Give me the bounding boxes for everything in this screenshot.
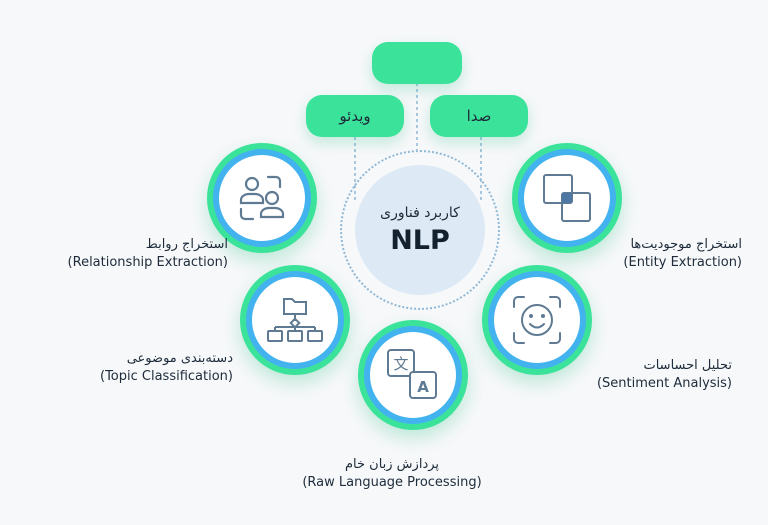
label-entity: استخراج موجودیت‌ها (Entity Extraction)	[623, 236, 742, 272]
label-raw-fa: پردازش زبان خام	[344, 457, 440, 472]
label-sentiment: تحلیل احساسات (Sentiment Analysis)	[597, 357, 732, 393]
svg-text:文: 文	[393, 355, 408, 373]
label-topic-en: (Topic Classification)	[100, 369, 233, 384]
translate-icon: 文 A	[387, 349, 437, 399]
center-circle: کاربرد فناوری NLP	[355, 165, 485, 295]
node-entity-extraction	[512, 143, 622, 253]
node-relationship-extraction	[207, 143, 317, 253]
label-topic: دسته‌بندی موضوعی (Topic Classification)	[100, 350, 233, 386]
center-dotted-ring	[340, 150, 500, 310]
top-pill	[372, 42, 462, 84]
label-sentiment-fa: تحلیل احساسات	[643, 358, 732, 373]
center-title-en: NLP	[390, 224, 450, 256]
label-raw-en: (Raw Language Processing)	[302, 475, 482, 490]
video-pill: ویدئو	[306, 95, 404, 137]
label-relationship: استخراج روابط (Relationship Extraction)	[68, 236, 228, 272]
label-relationship-fa: استخراج روابط	[145, 237, 228, 252]
audio-pill: صدا	[430, 95, 528, 137]
folder-tree-icon	[267, 298, 323, 342]
node-raw-language-processing: 文 A	[358, 320, 468, 430]
label-entity-en: (Entity Extraction)	[623, 255, 742, 270]
label-topic-fa: دسته‌بندی موضوعی	[126, 351, 233, 366]
label-sentiment-en: (Sentiment Analysis)	[596, 376, 732, 391]
node-topic-classification	[240, 265, 350, 375]
center-title-fa: کاربرد فناوری	[380, 204, 460, 221]
label-relationship-en: (Relationship Extraction)	[67, 255, 228, 270]
smiley-face-icon	[513, 296, 561, 344]
audio-pill-label: صدا	[466, 107, 492, 125]
video-pill-label: ویدئو	[339, 107, 371, 125]
svg-text:A: A	[417, 378, 429, 396]
label-entity-fa: استخراج موجودیت‌ها	[630, 237, 742, 252]
people-icon	[239, 175, 285, 221]
overlapping-squares-icon	[543, 174, 591, 222]
node-sentiment-analysis	[482, 265, 592, 375]
label-raw: پردازش زبان خام (Raw Language Processing…	[250, 456, 534, 492]
